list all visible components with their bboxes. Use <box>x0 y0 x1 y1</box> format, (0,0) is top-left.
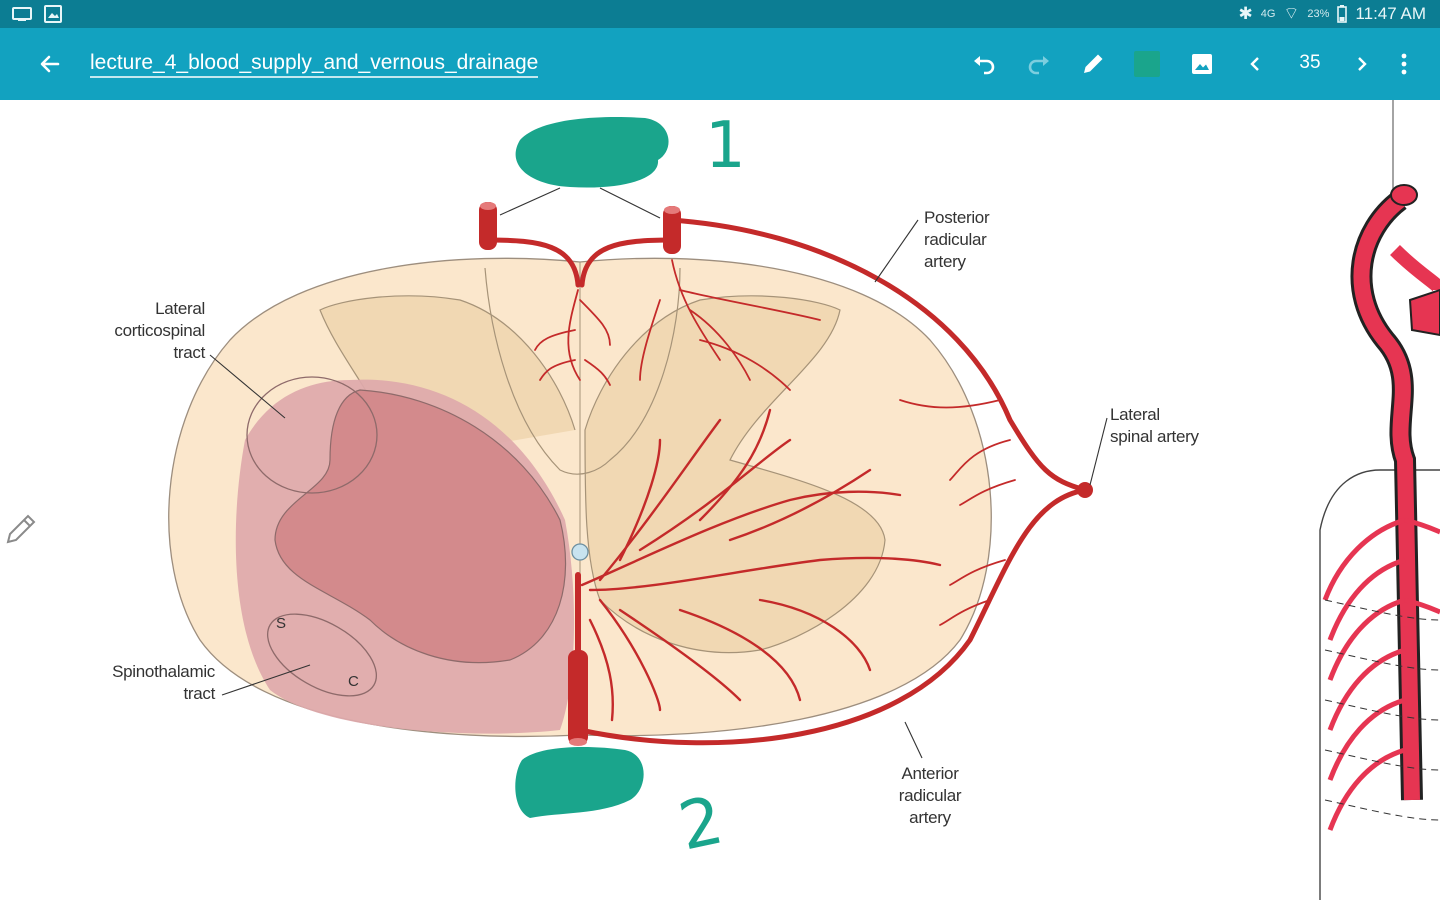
bluetooth-icon: ✱ <box>1238 3 1253 23</box>
marker-blob-top <box>515 117 669 188</box>
label-anterior-radicular: Anterior radicular artery <box>898 764 962 827</box>
lesion-dark <box>274 389 567 664</box>
posterior-radicular-arc <box>667 217 1088 493</box>
side-vessel-diagram <box>1319 100 1440 900</box>
label-posterior-radicular: Posterior radicular artery <box>924 208 990 271</box>
battery-percent: 23% <box>1307 7 1330 20</box>
cast-icon <box>12 7 32 21</box>
label-spinothalamic: Spinothalamic tract <box>112 662 215 703</box>
document-title[interactable]: lecture_4_blood_supply_and_vernous_drain… <box>90 52 539 78</box>
central-canal <box>571 543 589 561</box>
chevron-left-icon <box>1250 57 1259 71</box>
more-vertical-icon <box>1401 53 1407 75</box>
anterior-stub <box>568 650 588 746</box>
image-icon <box>1192 54 1212 74</box>
posterior-stub-left <box>479 202 497 250</box>
undo-button[interactable] <box>968 48 1000 80</box>
marker-blob-bottom <box>515 747 644 818</box>
pencil-outline-icon <box>6 514 36 544</box>
page-number: 35 <box>1299 52 1321 73</box>
redo-icon <box>1028 56 1049 75</box>
pen-color-button[interactable] <box>1131 48 1163 80</box>
pen-button[interactable] <box>1077 48 1109 80</box>
back-button[interactable] <box>36 50 64 78</box>
label-lateral-spinal: Lateral spinal artery <box>1110 405 1199 446</box>
spinothalamic-oval <box>266 613 378 697</box>
wifi-icon: ⌔ <box>1283 4 1300 23</box>
undo-icon <box>974 56 995 75</box>
pen-color-swatch <box>1134 51 1160 77</box>
tract-letter-s: S <box>276 615 286 632</box>
network-type: 4G <box>1260 7 1276 20</box>
lateral-spinal-dot <box>1077 482 1093 498</box>
label-lateral-corticospinal: Lateral corticospinal tract <box>114 299 205 362</box>
status-bar: ✱ 4G ⌔ 23% 11:47 AM <box>0 0 1440 28</box>
gallery-icon <box>44 5 62 23</box>
app-toolbar: lecture_4_blood_supply_and_vernous_drain… <box>0 28 1440 100</box>
status-right-icons: ✱ 4G ⌔ 23% 11:47 AM <box>1238 3 1426 24</box>
next-page-button[interactable] <box>1346 48 1378 80</box>
posterior-stub-right <box>663 206 681 254</box>
floating-pen-button[interactable] <box>4 512 38 546</box>
chevron-right-icon <box>1358 57 1367 71</box>
redo-button[interactable] <box>1023 48 1055 80</box>
pencil-icon <box>1084 54 1103 73</box>
status-left-icons <box>12 5 62 23</box>
status-time: 11:47 AM <box>1355 3 1426 23</box>
spinal-cord-diagram <box>168 100 1440 900</box>
more-options-button[interactable] <box>1388 48 1420 80</box>
insert-image-button[interactable] <box>1186 48 1218 80</box>
prev-page-button[interactable] <box>1239 48 1271 80</box>
arrow-left-icon <box>40 55 60 73</box>
battery-icon <box>1337 4 1348 23</box>
anterior-radicular-arc <box>577 487 1088 746</box>
tract-letter-c: C <box>348 673 359 690</box>
document-canvas[interactable]: 1 2 S C Lateral corticospinal tract Spin… <box>0 100 1440 901</box>
annotation-number-top: 1 <box>705 109 746 183</box>
